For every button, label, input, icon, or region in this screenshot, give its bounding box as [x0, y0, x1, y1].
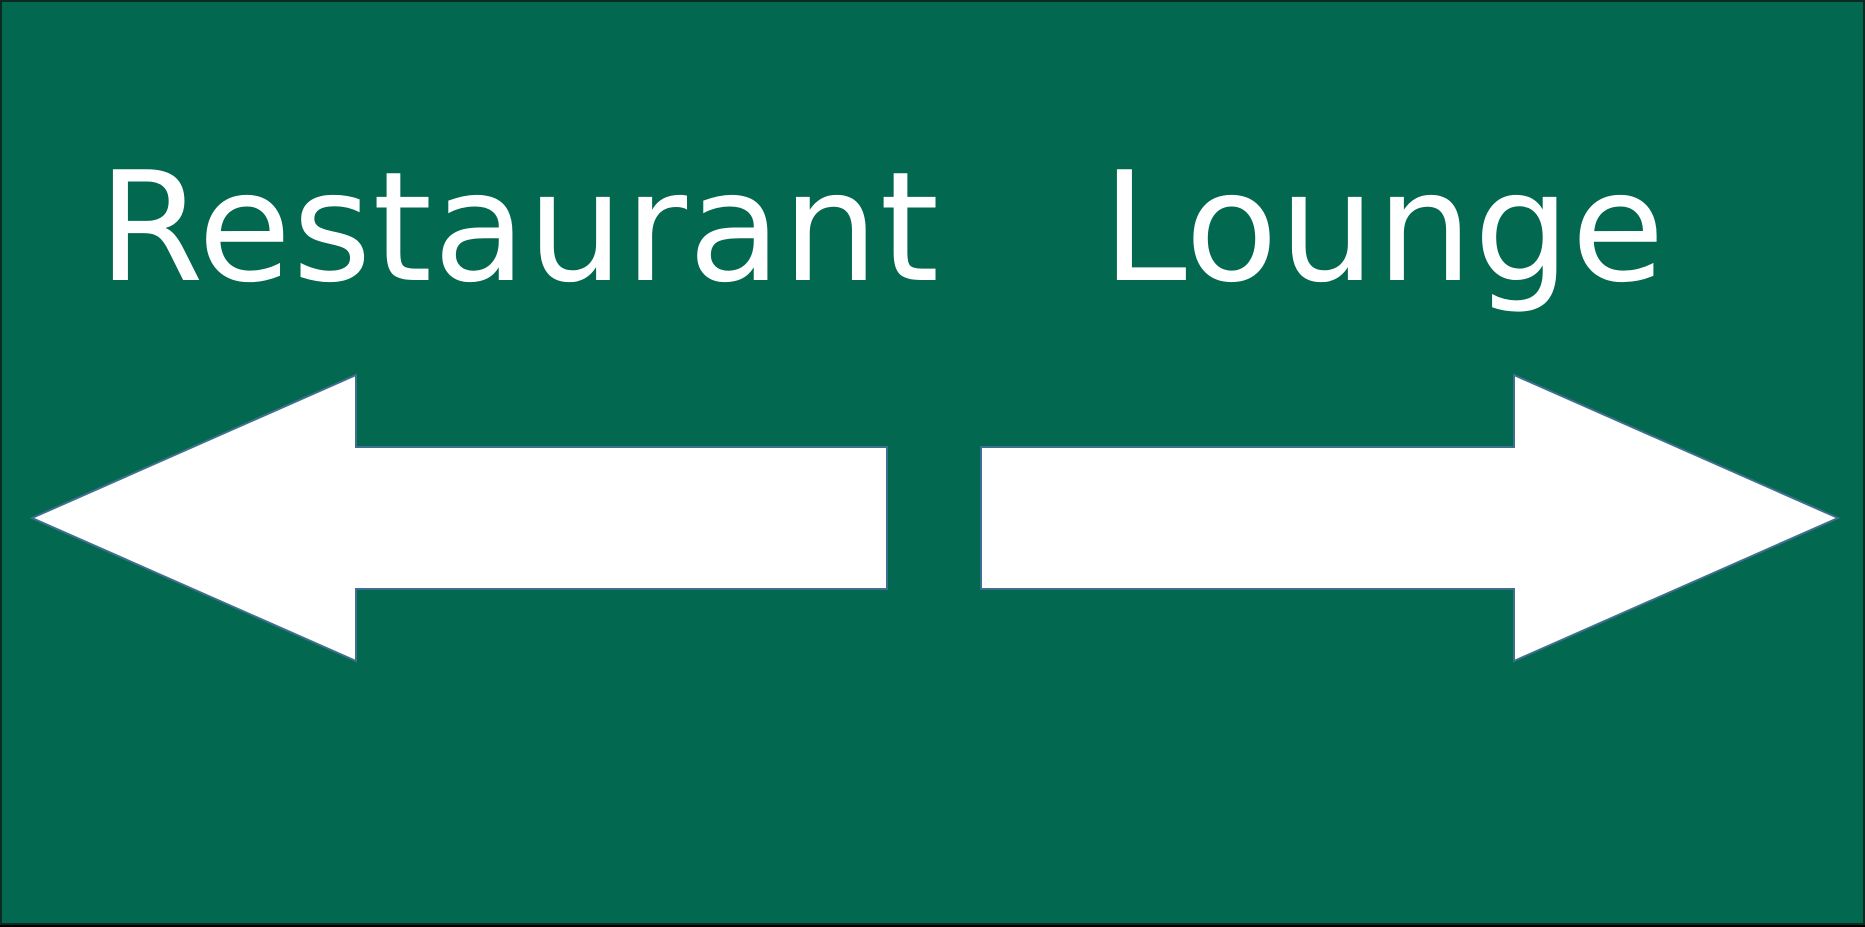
arrow-left-icon — [29, 373, 888, 663]
restaurant-label: Restaurant — [98, 139, 941, 316]
lounge-label: Lounge — [1102, 139, 1666, 316]
arrow-right-icon — [980, 373, 1841, 663]
